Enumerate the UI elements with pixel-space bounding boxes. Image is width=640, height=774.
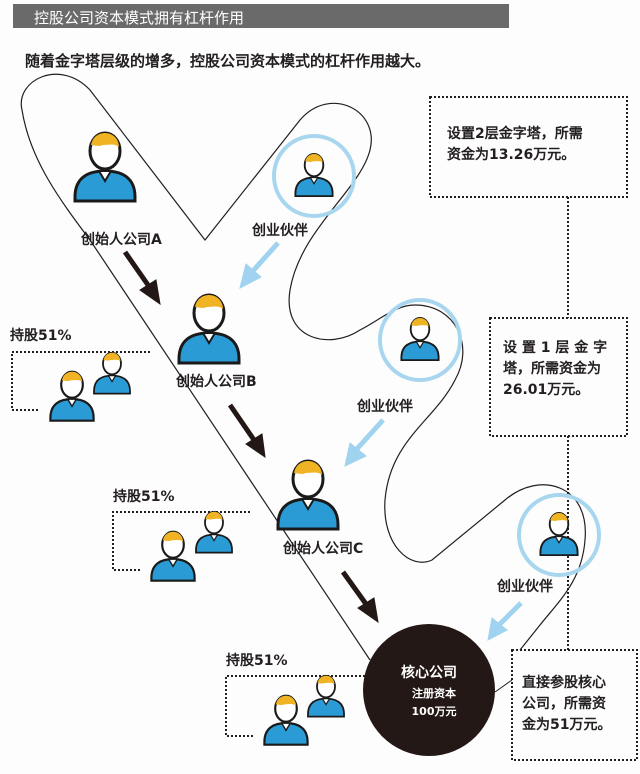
note-1-line-1: 设置2层金字塔，所需 — [447, 126, 583, 142]
partner-3-label: 创业伙伴 — [497, 579, 553, 595]
pyramid-outline — [20, 73, 586, 651]
note-2: 设 置 1 层 金 字 塔，所需资金为 26.01万元。 — [503, 338, 607, 401]
founder-c-icon — [276, 459, 340, 531]
shareholder-front-3 — [263, 694, 309, 746]
note-3-line-1: 直接参股核心 — [522, 675, 606, 691]
partner-arrow-1 — [239, 241, 280, 289]
note-2-line-1: 设 置 1 层 金 字 — [503, 340, 608, 356]
arrow-b-to-c — [227, 403, 266, 459]
shareholding-box-2 — [112, 511, 250, 571]
header-bar — [13, 4, 509, 28]
shareholding-box-3 — [225, 675, 365, 737]
partner-ring-3 — [517, 493, 601, 577]
partner-arrow-2 — [344, 418, 385, 467]
core-capital-label: 注册资本 — [412, 687, 456, 700]
partner-2-label: 创业伙伴 — [357, 399, 413, 415]
note-2-line-2: 塔，所需资金为 — [503, 361, 601, 377]
founder-b-label: 创始人公司B — [176, 374, 257, 390]
note-2-line-3: 26.01万元。 — [503, 382, 590, 398]
shareholding-box-1 — [11, 351, 150, 411]
partner-3-icon — [539, 512, 579, 557]
note-3-line-2: 公司，所需资 — [522, 696, 606, 712]
founder-a-icon — [73, 131, 137, 203]
subtitle: 随着金字塔层级的增多，控股公司资本模式的杠杆作用越大。 — [25, 52, 431, 70]
note-3: 直接参股核心 公司，所需资 金为51万元。 — [522, 673, 611, 736]
note-3-line-3: 金为51万元。 — [522, 717, 612, 733]
partner-1-icon — [294, 153, 334, 198]
founder-c-label: 创始人公司C — [283, 541, 364, 557]
shareholder-back-3 — [307, 674, 345, 718]
core-company-circle — [363, 624, 495, 756]
founder-a-label: 创始人公司A — [81, 232, 162, 248]
partner-ring-2 — [378, 298, 462, 382]
pyramid-outline-left — [21, 109, 371, 661]
core-capital-value: 100万元 — [411, 705, 457, 718]
shareholding-1-label: 持股51% — [10, 328, 72, 344]
shareholder-back-1 — [93, 351, 131, 395]
shareholder-front-2 — [150, 530, 196, 582]
note-1: 设置2层金字塔，所需 资金为13.26万元。 — [447, 124, 583, 166]
note-box-2 — [489, 317, 628, 437]
shareholding-2-label: 持股51% — [113, 489, 175, 505]
note-box-3 — [511, 649, 638, 761]
founder-b-icon — [177, 293, 241, 365]
shareholder-back-2 — [195, 510, 233, 554]
partner-arrow-3 — [487, 601, 523, 641]
shareholder-front-1 — [49, 370, 95, 422]
core-title: 核心公司 — [401, 665, 457, 681]
arrow-a-to-b — [122, 250, 161, 306]
header-title: 控股公司资本模式拥有杠杆作用 — [34, 9, 245, 27]
flow-outline — [59, 62, 225, 240]
partner-1-label: 创业伙伴 — [252, 223, 308, 239]
note-1-line-2: 资金为13.26万元。 — [447, 147, 576, 163]
arrow-c-to-core — [340, 570, 379, 624]
partner-ring-1 — [272, 134, 356, 218]
note-box-1 — [429, 96, 628, 198]
shareholding-3-label: 持股51% — [226, 653, 288, 669]
partner-2-icon — [400, 317, 440, 362]
